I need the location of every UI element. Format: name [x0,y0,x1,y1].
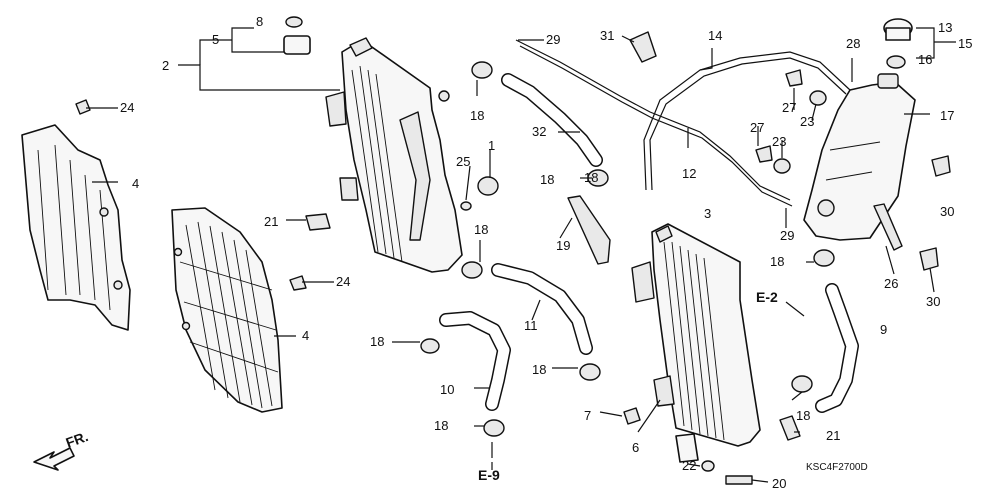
callout-18f: 18 [434,418,448,433]
callout-18i: 18 [584,170,598,185]
callout-12: 12 [682,166,696,181]
callout-24a: 24 [120,100,134,115]
callout-18h: 18 [796,408,810,423]
callout-27b: 27 [750,120,764,135]
callout-23b: 23 [800,114,814,129]
callout-7: 7 [584,408,591,423]
ref-e9: E-9 [478,467,500,483]
callout-25: 25 [456,154,470,169]
callout-26: 26 [884,276,898,291]
reserve-tank-cap [883,18,913,69]
callout-13: 13 [938,20,952,35]
callout-5: 5 [212,32,219,47]
callout-23a: 23 [772,134,786,149]
callout-2: 2 [162,58,169,73]
callout-30a: 30 [940,204,954,219]
callout-27a: 27 [782,100,796,115]
front-direction-label: FR. [64,428,91,451]
hoses [439,73,859,413]
callout-20: 20 [772,476,786,491]
callout-21a: 21 [264,214,278,229]
callout-6: 6 [632,440,639,455]
callout-10: 10 [440,382,454,397]
radiator-louver-left [171,207,283,413]
callout-15: 15 [958,36,972,51]
callout-31: 31 [600,28,614,43]
callout-18b: 18 [540,172,554,187]
callout-1: 1 [488,138,495,153]
callout-4a: 4 [132,176,139,191]
callout-8: 8 [256,14,263,29]
callout-32: 32 [532,124,546,139]
callout-18a: 18 [470,108,484,123]
callout-24b: 24 [336,274,350,289]
callout-9: 9 [880,322,887,337]
radiator-right [631,223,761,447]
radiator-shroud-left [21,124,131,331]
reserve-tank [803,73,916,241]
front-direction-arrow: FR. [33,428,91,471]
leader-lines [86,27,956,483]
callout-3: 3 [704,206,711,221]
callout-18g: 18 [770,254,784,269]
callout-labels: 1 2 3 4 4 5 6 7 8 9 10 11 12 13 14 15 16… [120,14,972,491]
callout-17: 17 [940,108,954,123]
callout-28: 28 [846,36,860,51]
small-hardware [75,16,951,485]
callout-19: 19 [556,238,570,253]
radiator-left [325,37,463,273]
callout-14: 14 [708,28,722,43]
callout-18e: 18 [532,362,546,377]
diagram-code: KSC4F2700D [806,462,868,473]
callout-29b: 29 [780,228,794,243]
callout-4b: 4 [302,328,309,343]
callout-18c: 18 [474,222,488,237]
callout-21b: 21 [826,428,840,443]
breather-tubes [515,39,851,207]
ref-e2: E-2 [756,289,778,305]
callout-29a: 29 [546,32,560,47]
hose-clamps [420,61,835,437]
callout-30b: 30 [926,294,940,309]
callout-11: 11 [524,318,538,333]
callout-16: 16 [918,52,932,67]
callout-22: 22 [682,458,696,473]
callout-18d: 18 [370,334,384,349]
